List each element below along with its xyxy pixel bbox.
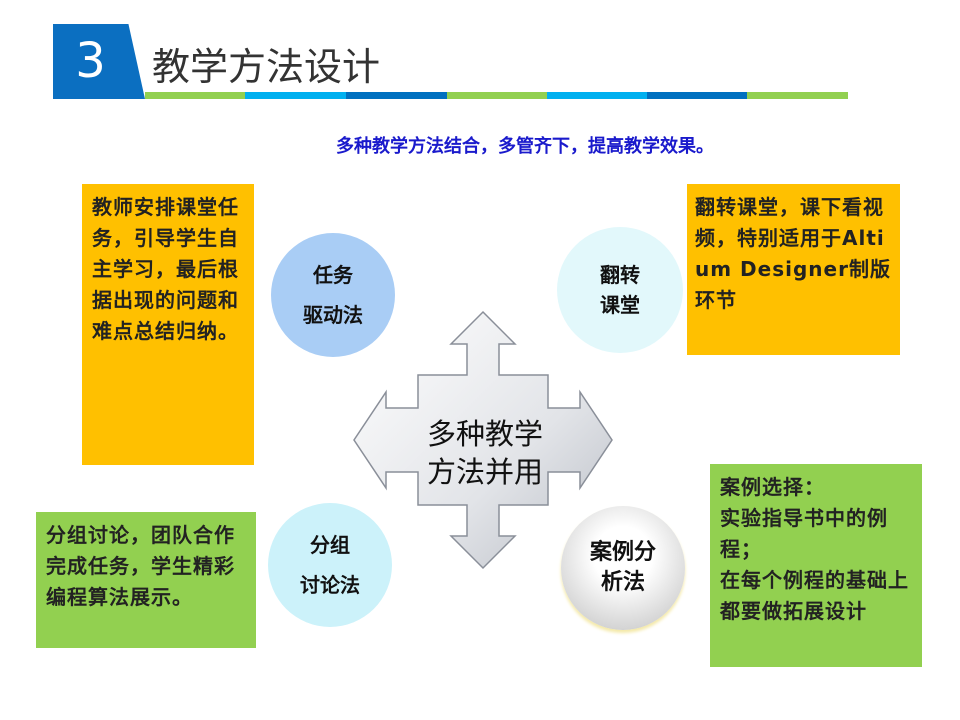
method-circle-group-discussion: 分组 讨论法 xyxy=(268,503,392,627)
header-bar-segment xyxy=(547,92,647,99)
center-label: 多种教学 方法并用 xyxy=(400,415,570,491)
method-label: 翻转 xyxy=(600,263,640,287)
header-bar-segment xyxy=(747,92,848,99)
method-label: 讨论法 xyxy=(300,573,360,597)
method-label: 驱动法 xyxy=(303,303,363,327)
section-number: 3 xyxy=(75,33,106,89)
note-flipped-classroom: 翻转课堂，课下看视频，特别适用于Altium Designer制版环节 xyxy=(687,184,900,355)
method-label: 课堂 xyxy=(600,293,640,317)
note-group-discussion: 分组讨论，团队合作完成任务，学生精彩编程算法展示。 xyxy=(36,512,256,648)
header-bar-segment xyxy=(346,92,447,99)
method-label: 案例分 xyxy=(589,540,656,565)
page-title: 教学方法设计 xyxy=(152,45,381,89)
method-circle-case-analysis: 案例分 析法 xyxy=(561,506,685,630)
note-line: 实验指导书中的例程； xyxy=(720,506,888,561)
note-line: 在每个例程的基础上都要做拓展设计 xyxy=(720,568,909,623)
method-label: 任务 xyxy=(313,263,353,287)
header-bar-segment xyxy=(245,92,346,99)
header-bar-segment xyxy=(145,92,245,99)
center-label-line: 多种教学 xyxy=(426,417,543,451)
section-number-box xyxy=(53,24,145,99)
subtitle: 多种教学方法结合，多管齐下，提高教学效果。 xyxy=(336,136,714,157)
header-bar-segment xyxy=(647,92,747,99)
note-task-driven: 教师安排课堂任务，引导学生自主学习，最后根据出现的问题和难点总结归纳。 xyxy=(82,184,254,465)
note-case-analysis: 案例选择： 实验指导书中的例程； 在每个例程的基础上都要做拓展设计 xyxy=(710,464,922,667)
note-line: 案例选择： xyxy=(720,475,825,499)
method-label: 析法 xyxy=(600,570,645,595)
method-circle-flipped-classroom: 翻转 课堂 xyxy=(557,227,683,353)
center-label-line: 方法并用 xyxy=(426,455,543,489)
method-label: 分组 xyxy=(310,533,350,557)
method-circle-task-driven: 任务 驱动法 xyxy=(271,233,395,357)
header-bar-segment xyxy=(447,92,547,99)
